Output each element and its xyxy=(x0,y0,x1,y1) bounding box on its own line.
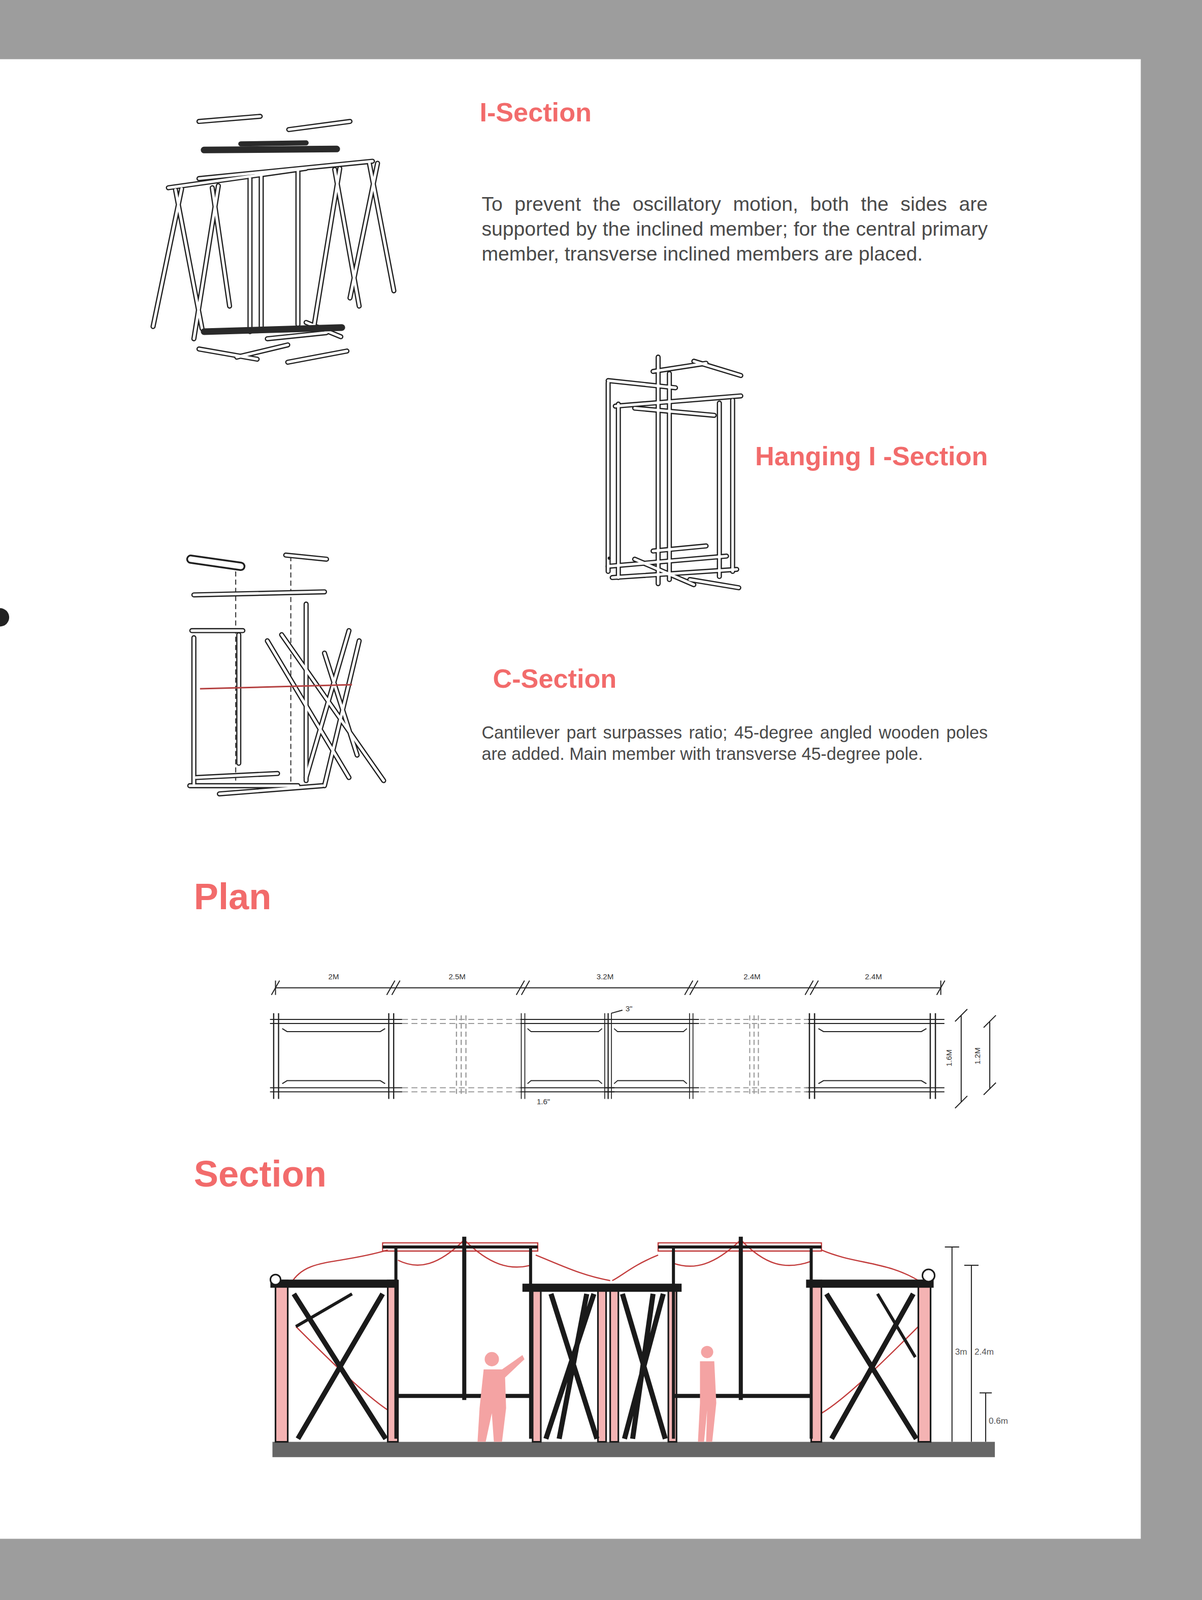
section-drawing xyxy=(545,1293,597,1439)
plan-drawing xyxy=(270,980,996,1109)
c-section-drawing xyxy=(189,555,384,794)
section-drawing xyxy=(290,1239,924,1414)
dimension-label: 0.6m xyxy=(988,1415,1009,1426)
i-section-drawing xyxy=(152,116,394,363)
human-figure xyxy=(700,1345,713,1358)
plan-module-dashed xyxy=(402,1015,521,1097)
section-drawing xyxy=(532,1287,541,1442)
i-section-drawing xyxy=(204,327,342,332)
section-drawing xyxy=(877,1293,916,1357)
section-drawing xyxy=(294,1293,386,1439)
section-drawing xyxy=(396,1246,812,1439)
human-figure xyxy=(484,1351,499,1367)
plan-module xyxy=(270,1013,403,1099)
section-drawing xyxy=(821,1249,924,1284)
section-drawing xyxy=(382,1242,822,1251)
drawing-heading: Plan xyxy=(193,875,272,918)
section-drawing xyxy=(270,1236,995,1457)
section-drawing xyxy=(398,1239,465,1265)
c-section-drawing xyxy=(200,684,352,689)
plan-drawing xyxy=(271,980,945,995)
c-section-drawing xyxy=(189,555,384,794)
c-section-drawing xyxy=(190,559,241,567)
section-drawing xyxy=(597,1287,606,1442)
paper-sheet xyxy=(0,59,1141,1539)
section-drawing xyxy=(922,1269,935,1282)
section-drawing xyxy=(610,1287,619,1442)
section-drawing xyxy=(826,1293,917,1439)
i-section-drawing xyxy=(240,142,307,144)
section-drawing xyxy=(918,1280,931,1442)
section-drawing xyxy=(270,1236,934,1439)
dimension-label: 2.4m xyxy=(974,1346,994,1357)
human-figure xyxy=(477,1354,525,1442)
section-drawing xyxy=(270,1283,934,1288)
section-drawing xyxy=(290,1249,388,1284)
section-drawing xyxy=(740,1239,812,1266)
edge-mark xyxy=(0,607,10,627)
dimension-label: 2.4M xyxy=(864,971,883,981)
section-drawing xyxy=(945,1246,960,1442)
section-drawing xyxy=(535,1254,611,1281)
section-drawing xyxy=(622,1293,666,1439)
dimension-label: 1.2M xyxy=(972,1047,982,1065)
dimension-label: 2.5M xyxy=(448,971,466,981)
hanging-i-section-drawing xyxy=(608,356,741,588)
section-heading: Hanging I -Section xyxy=(755,440,989,472)
section-heading: C-Section xyxy=(493,663,617,694)
plan-drawing xyxy=(275,980,941,995)
section-drawing xyxy=(612,1254,659,1281)
i-section-drawing xyxy=(152,116,394,363)
plan-drawing xyxy=(955,1009,968,1109)
description-text: To prevent the oscillatory motion, both … xyxy=(481,191,988,267)
c-section-drawing xyxy=(189,555,384,794)
ground xyxy=(272,1441,995,1457)
section-drawing xyxy=(296,1293,353,1326)
dimension-label: 1.6" xyxy=(536,1096,550,1106)
human-figure xyxy=(697,1360,717,1442)
pole-highlight xyxy=(152,116,394,363)
dimension-label: 1.6M xyxy=(944,1049,954,1067)
section-drawing xyxy=(270,1274,281,1285)
hanging-i-section-drawing xyxy=(608,356,741,588)
dimension-label: 2.4M xyxy=(743,971,761,981)
dimension-label: 3m xyxy=(955,1346,968,1357)
dimension-label: 2M xyxy=(328,971,340,981)
section-drawing xyxy=(464,1239,531,1268)
dimension-label: 3" xyxy=(625,1003,633,1013)
plan-drawing xyxy=(611,1010,623,1014)
human-figure xyxy=(477,1345,717,1442)
hanging-i-section-drawing xyxy=(607,556,611,560)
i-section-drawing xyxy=(152,116,394,363)
section-drawing xyxy=(673,1239,741,1266)
section-drawing xyxy=(275,1280,288,1442)
section-drawing xyxy=(382,1245,822,1249)
section-drawing xyxy=(396,1236,812,1400)
drawing-heading: Section xyxy=(193,1152,327,1195)
hanging-i-section-drawing xyxy=(607,356,741,588)
i-section-drawing xyxy=(204,148,337,150)
pole-highlight xyxy=(608,356,741,588)
plan-module xyxy=(605,1013,699,1099)
dimension-label: 3.2M xyxy=(596,971,614,981)
plan-module xyxy=(805,1013,945,1099)
description-text: Cantilever part surpasses ratio; 45-degr… xyxy=(481,722,988,765)
section-heading: I-Section xyxy=(479,96,592,128)
c-section-drawing xyxy=(190,559,241,567)
i-section-drawing xyxy=(249,171,298,332)
plan-drawing xyxy=(983,1015,996,1095)
i-section-drawing xyxy=(152,185,230,339)
pole-highlight xyxy=(189,555,384,794)
plan-module xyxy=(518,1013,615,1099)
plan-module-dashed xyxy=(699,1015,808,1097)
